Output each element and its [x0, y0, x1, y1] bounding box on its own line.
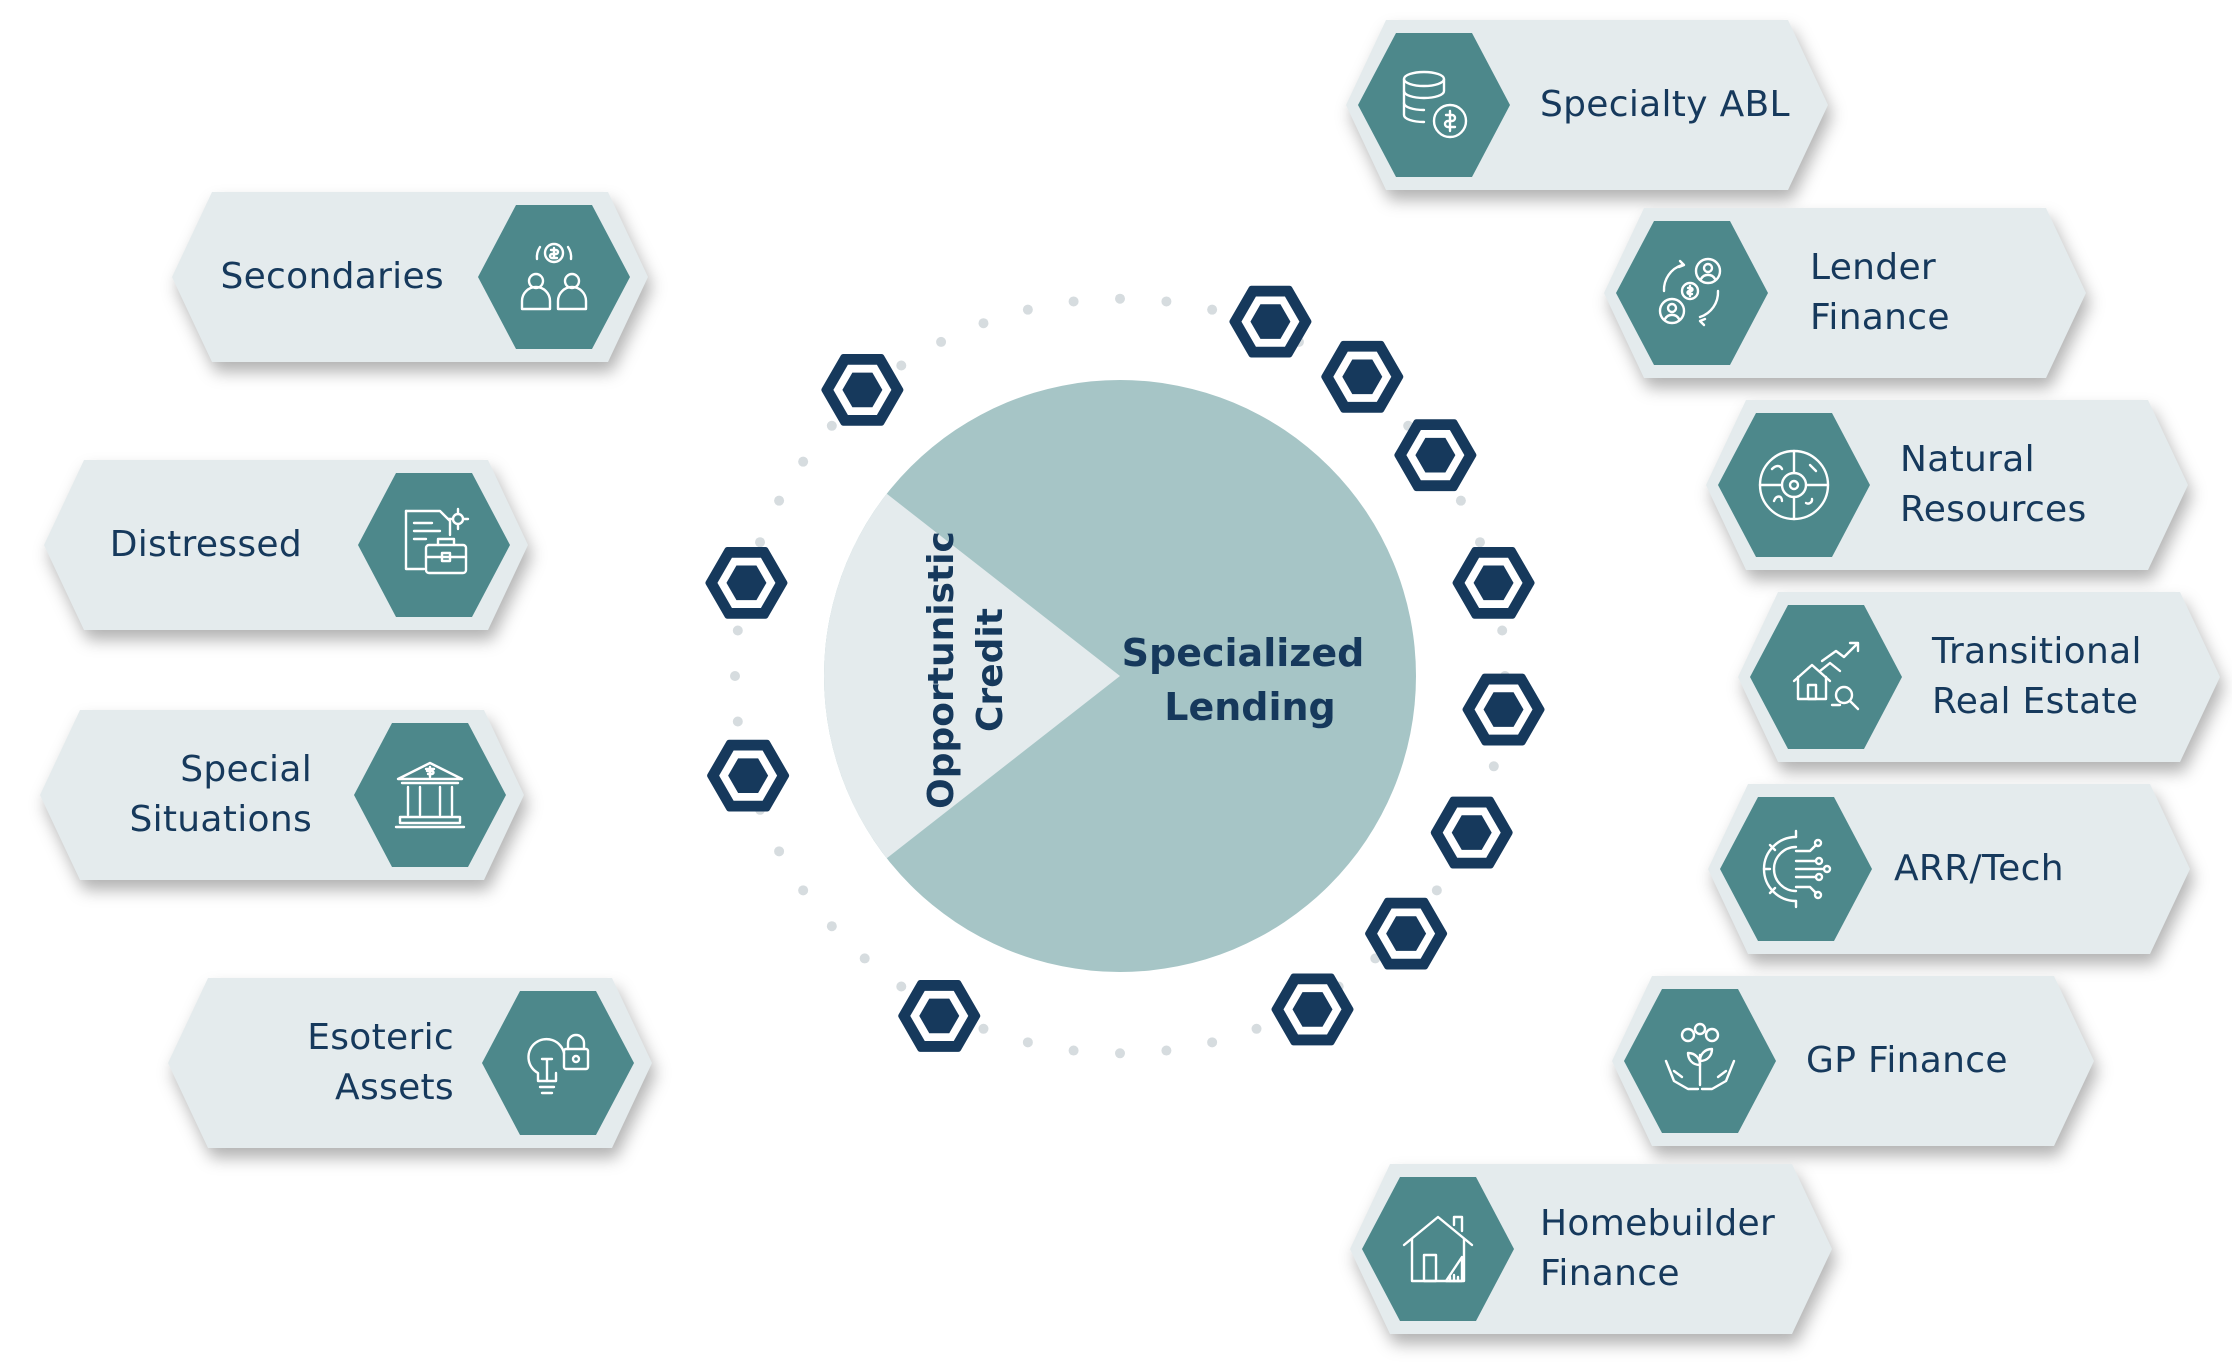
item-label: ARR/Tech	[1894, 848, 2064, 889]
ring-dot	[774, 846, 785, 857]
ring-dot	[826, 420, 837, 431]
item-distressed: Distressed	[44, 460, 528, 630]
ring-dot	[896, 981, 907, 992]
ring-node	[821, 353, 904, 426]
ring-node	[1365, 897, 1448, 970]
item-gp-finance: GP Finance	[1612, 976, 2094, 1146]
ring-node	[898, 980, 981, 1052]
ring-node	[705, 546, 788, 619]
ring-dot	[826, 921, 837, 932]
ring-nodes	[705, 285, 1545, 1052]
item-label: Distressed	[109, 524, 302, 565]
ring-dot	[1022, 1037, 1033, 1048]
ring-dot	[859, 953, 870, 964]
ring-dot	[1161, 1045, 1172, 1056]
ring-dot	[1251, 1023, 1262, 1034]
item-secondaries: Secondaries	[172, 192, 648, 362]
house-blueprint-icon	[1362, 1177, 1514, 1321]
document-briefcase-icon	[358, 473, 510, 617]
ring-dot	[1161, 296, 1172, 307]
ring-dot	[1068, 296, 1079, 307]
opportunistic-credit-segment	[824, 493, 1120, 859]
ring-node	[1321, 340, 1404, 413]
ring-dot	[896, 360, 907, 371]
hands-plant-icon	[1624, 989, 1776, 1133]
ring-dot	[978, 1023, 989, 1034]
ring-dot	[1068, 1045, 1079, 1056]
ring-dot	[755, 537, 766, 548]
opportunistic-label-line-2: Credit	[970, 608, 1011, 732]
ring-dot	[1115, 1048, 1125, 1059]
house-growth-icon	[1750, 605, 1902, 749]
ring-node	[1394, 419, 1477, 492]
ring-node	[707, 739, 790, 812]
lender-cycle-icon	[1616, 221, 1768, 365]
ring-dot	[798, 456, 809, 467]
coin-stack-dollar-icon	[1358, 33, 1510, 177]
specialized-label-line-2: Lending	[1164, 685, 1336, 729]
ring-dot	[1455, 495, 1466, 506]
ring-dot	[1022, 304, 1033, 315]
bank-building-icon	[354, 723, 506, 867]
ring-node	[1229, 285, 1312, 358]
ring-dot	[1497, 625, 1508, 636]
ring-node	[1430, 796, 1513, 869]
ring-dot	[732, 716, 743, 727]
opportunistic-label-line-1: Opportunistic	[921, 531, 962, 809]
gear-circuit-icon	[1720, 797, 1872, 941]
ring-dot	[730, 671, 740, 681]
ring-dot	[936, 336, 947, 347]
ring-node	[1452, 546, 1535, 619]
ring-dot	[1431, 885, 1442, 896]
item-label: GP Finance	[1806, 1040, 2008, 1081]
ring-dot	[1207, 304, 1218, 315]
resources-wheel-icon	[1718, 413, 1870, 557]
specialized-label-line-1: Specialized	[1122, 631, 1365, 675]
item-specialty-abl: Specialty ABL	[1346, 20, 1828, 190]
item-arr-tech: ARR/Tech	[1708, 784, 2190, 954]
ring-dot	[798, 885, 809, 896]
ring-dot	[774, 495, 785, 506]
ring-dot	[732, 625, 743, 636]
item-label: Specialty ABL	[1540, 84, 1790, 125]
ring-dot	[1115, 293, 1125, 304]
center-pie	[824, 380, 1416, 972]
ring-dot	[978, 318, 989, 329]
item-label: Secondaries	[220, 256, 444, 297]
ring-dot	[1474, 537, 1485, 548]
ring-dot	[1488, 761, 1499, 772]
ring-node	[1462, 673, 1545, 746]
ring-node	[1271, 973, 1354, 1046]
ring-dot	[1207, 1037, 1218, 1048]
